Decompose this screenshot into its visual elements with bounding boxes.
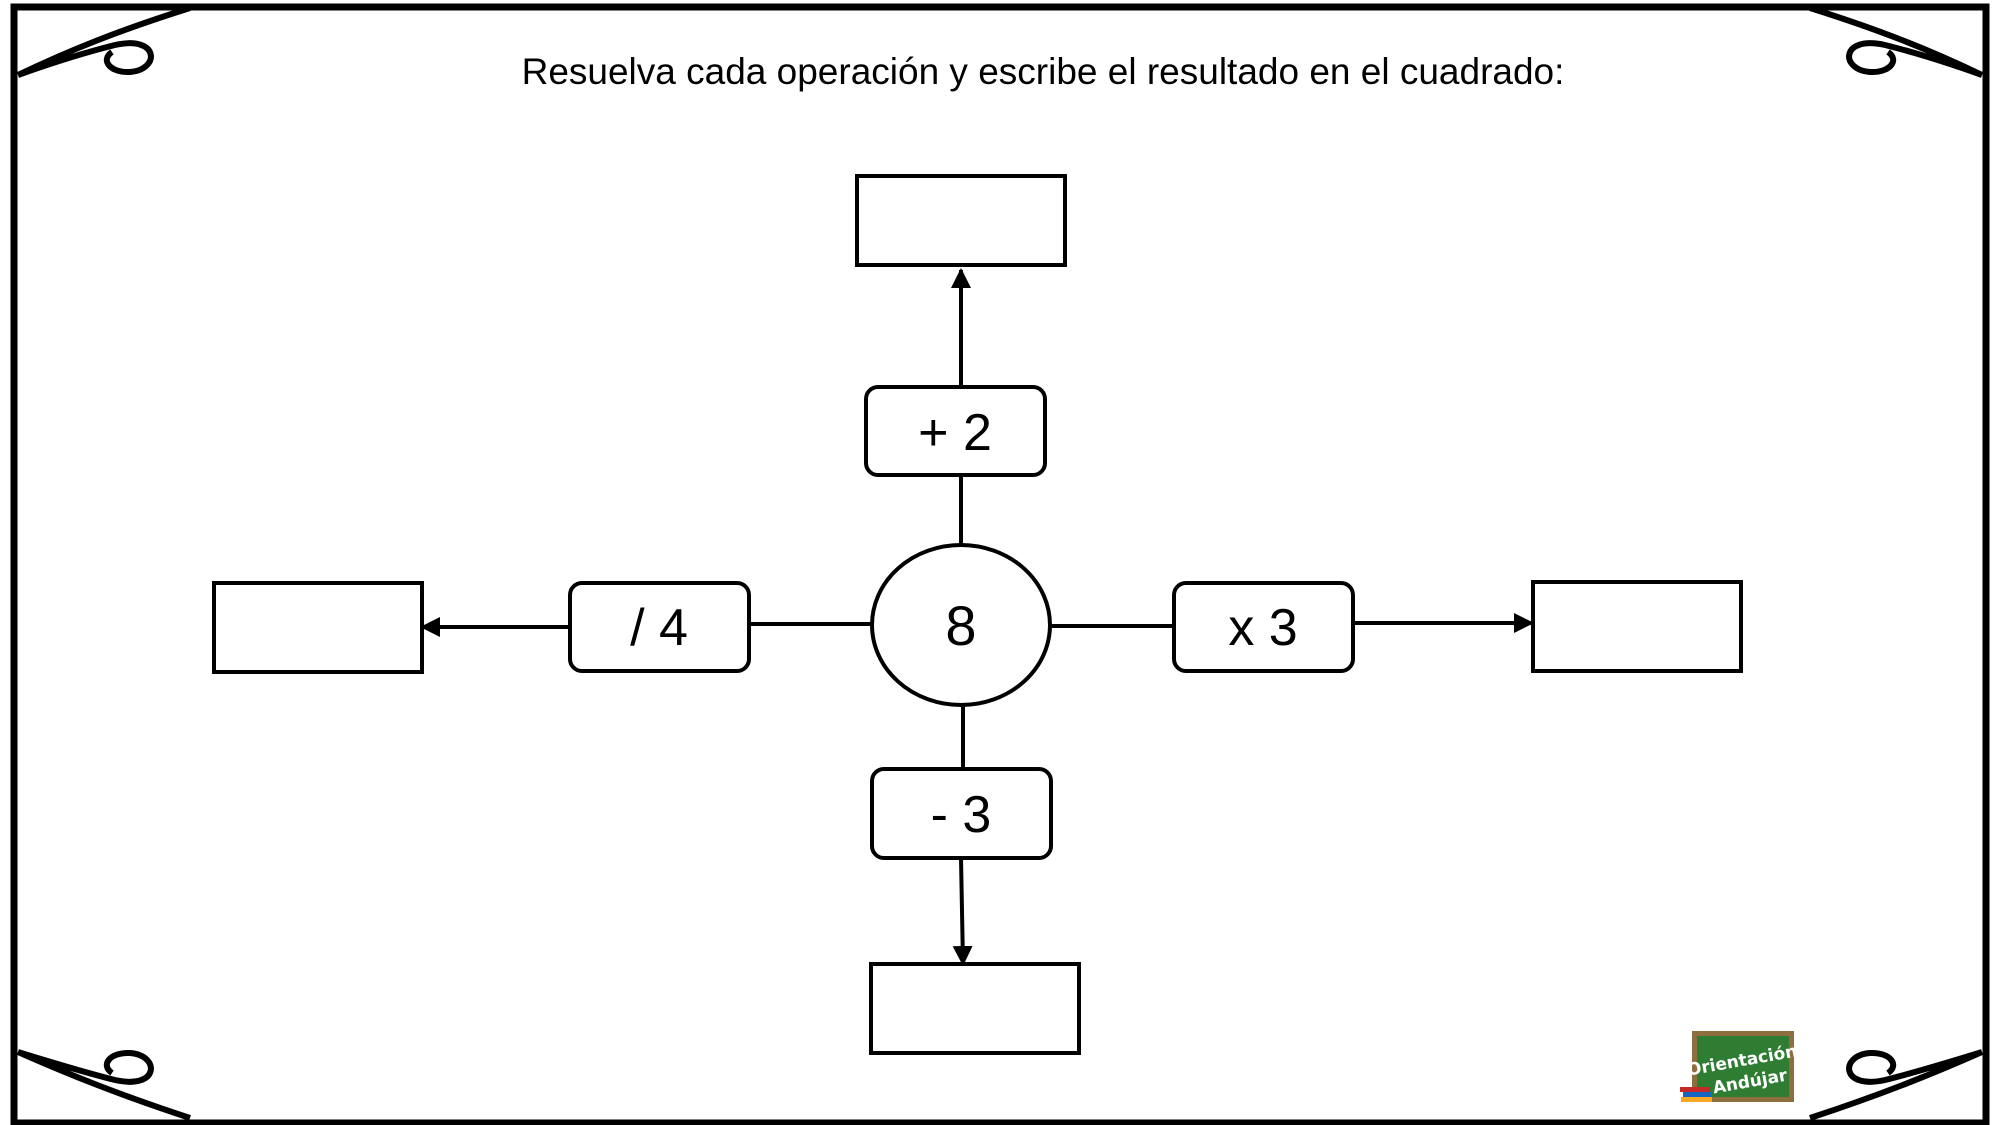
- operation-down: - 3: [870, 767, 1053, 860]
- operation-label-right: x 3: [1228, 599, 1297, 657]
- answer-box-up[interactable]: [855, 174, 1067, 267]
- corner-flourish-bottom-right: [1809, 1049, 1984, 1121]
- center-node: 8: [870, 543, 1052, 707]
- corner-flourish-top-right: [1809, 5, 1984, 78]
- page-frame: [10, 3, 1990, 1125]
- operation-box-up: [864, 385, 1047, 477]
- operation-left: / 4: [568, 581, 751, 673]
- corner-flourish-top-left: [16, 5, 191, 78]
- corner-flourish-bottom-left: [16, 1049, 191, 1121]
- center-value: 8: [945, 594, 976, 657]
- operation-right: x 3: [1172, 581, 1355, 673]
- answer-box-right[interactable]: [1531, 580, 1743, 673]
- center-circle: [870, 543, 1052, 707]
- operation-label-left: / 4: [630, 599, 688, 657]
- logo-books-icon: [1680, 1087, 1712, 1102]
- operation-label-down: - 3: [931, 786, 992, 844]
- answer-box-left[interactable]: [212, 581, 424, 674]
- connectors: [420, 268, 1534, 966]
- answer-boxes: [212, 174, 1743, 1055]
- operation-label-up: + 2: [918, 404, 992, 462]
- logo-board: [1697, 1036, 1789, 1097]
- orientacion-andujar-logo: Orientación Andújar: [1680, 1031, 1799, 1102]
- operation-up: + 2: [864, 385, 1047, 477]
- operation-box-down: [870, 767, 1053, 860]
- instruction-text: Resuelva cada operación y escribe el res…: [522, 51, 1565, 92]
- operation-box-right: [1172, 581, 1355, 673]
- answer-box-down[interactable]: [869, 962, 1081, 1055]
- connector-down-arrow: [952, 857, 973, 966]
- operation-box-left: [568, 581, 751, 673]
